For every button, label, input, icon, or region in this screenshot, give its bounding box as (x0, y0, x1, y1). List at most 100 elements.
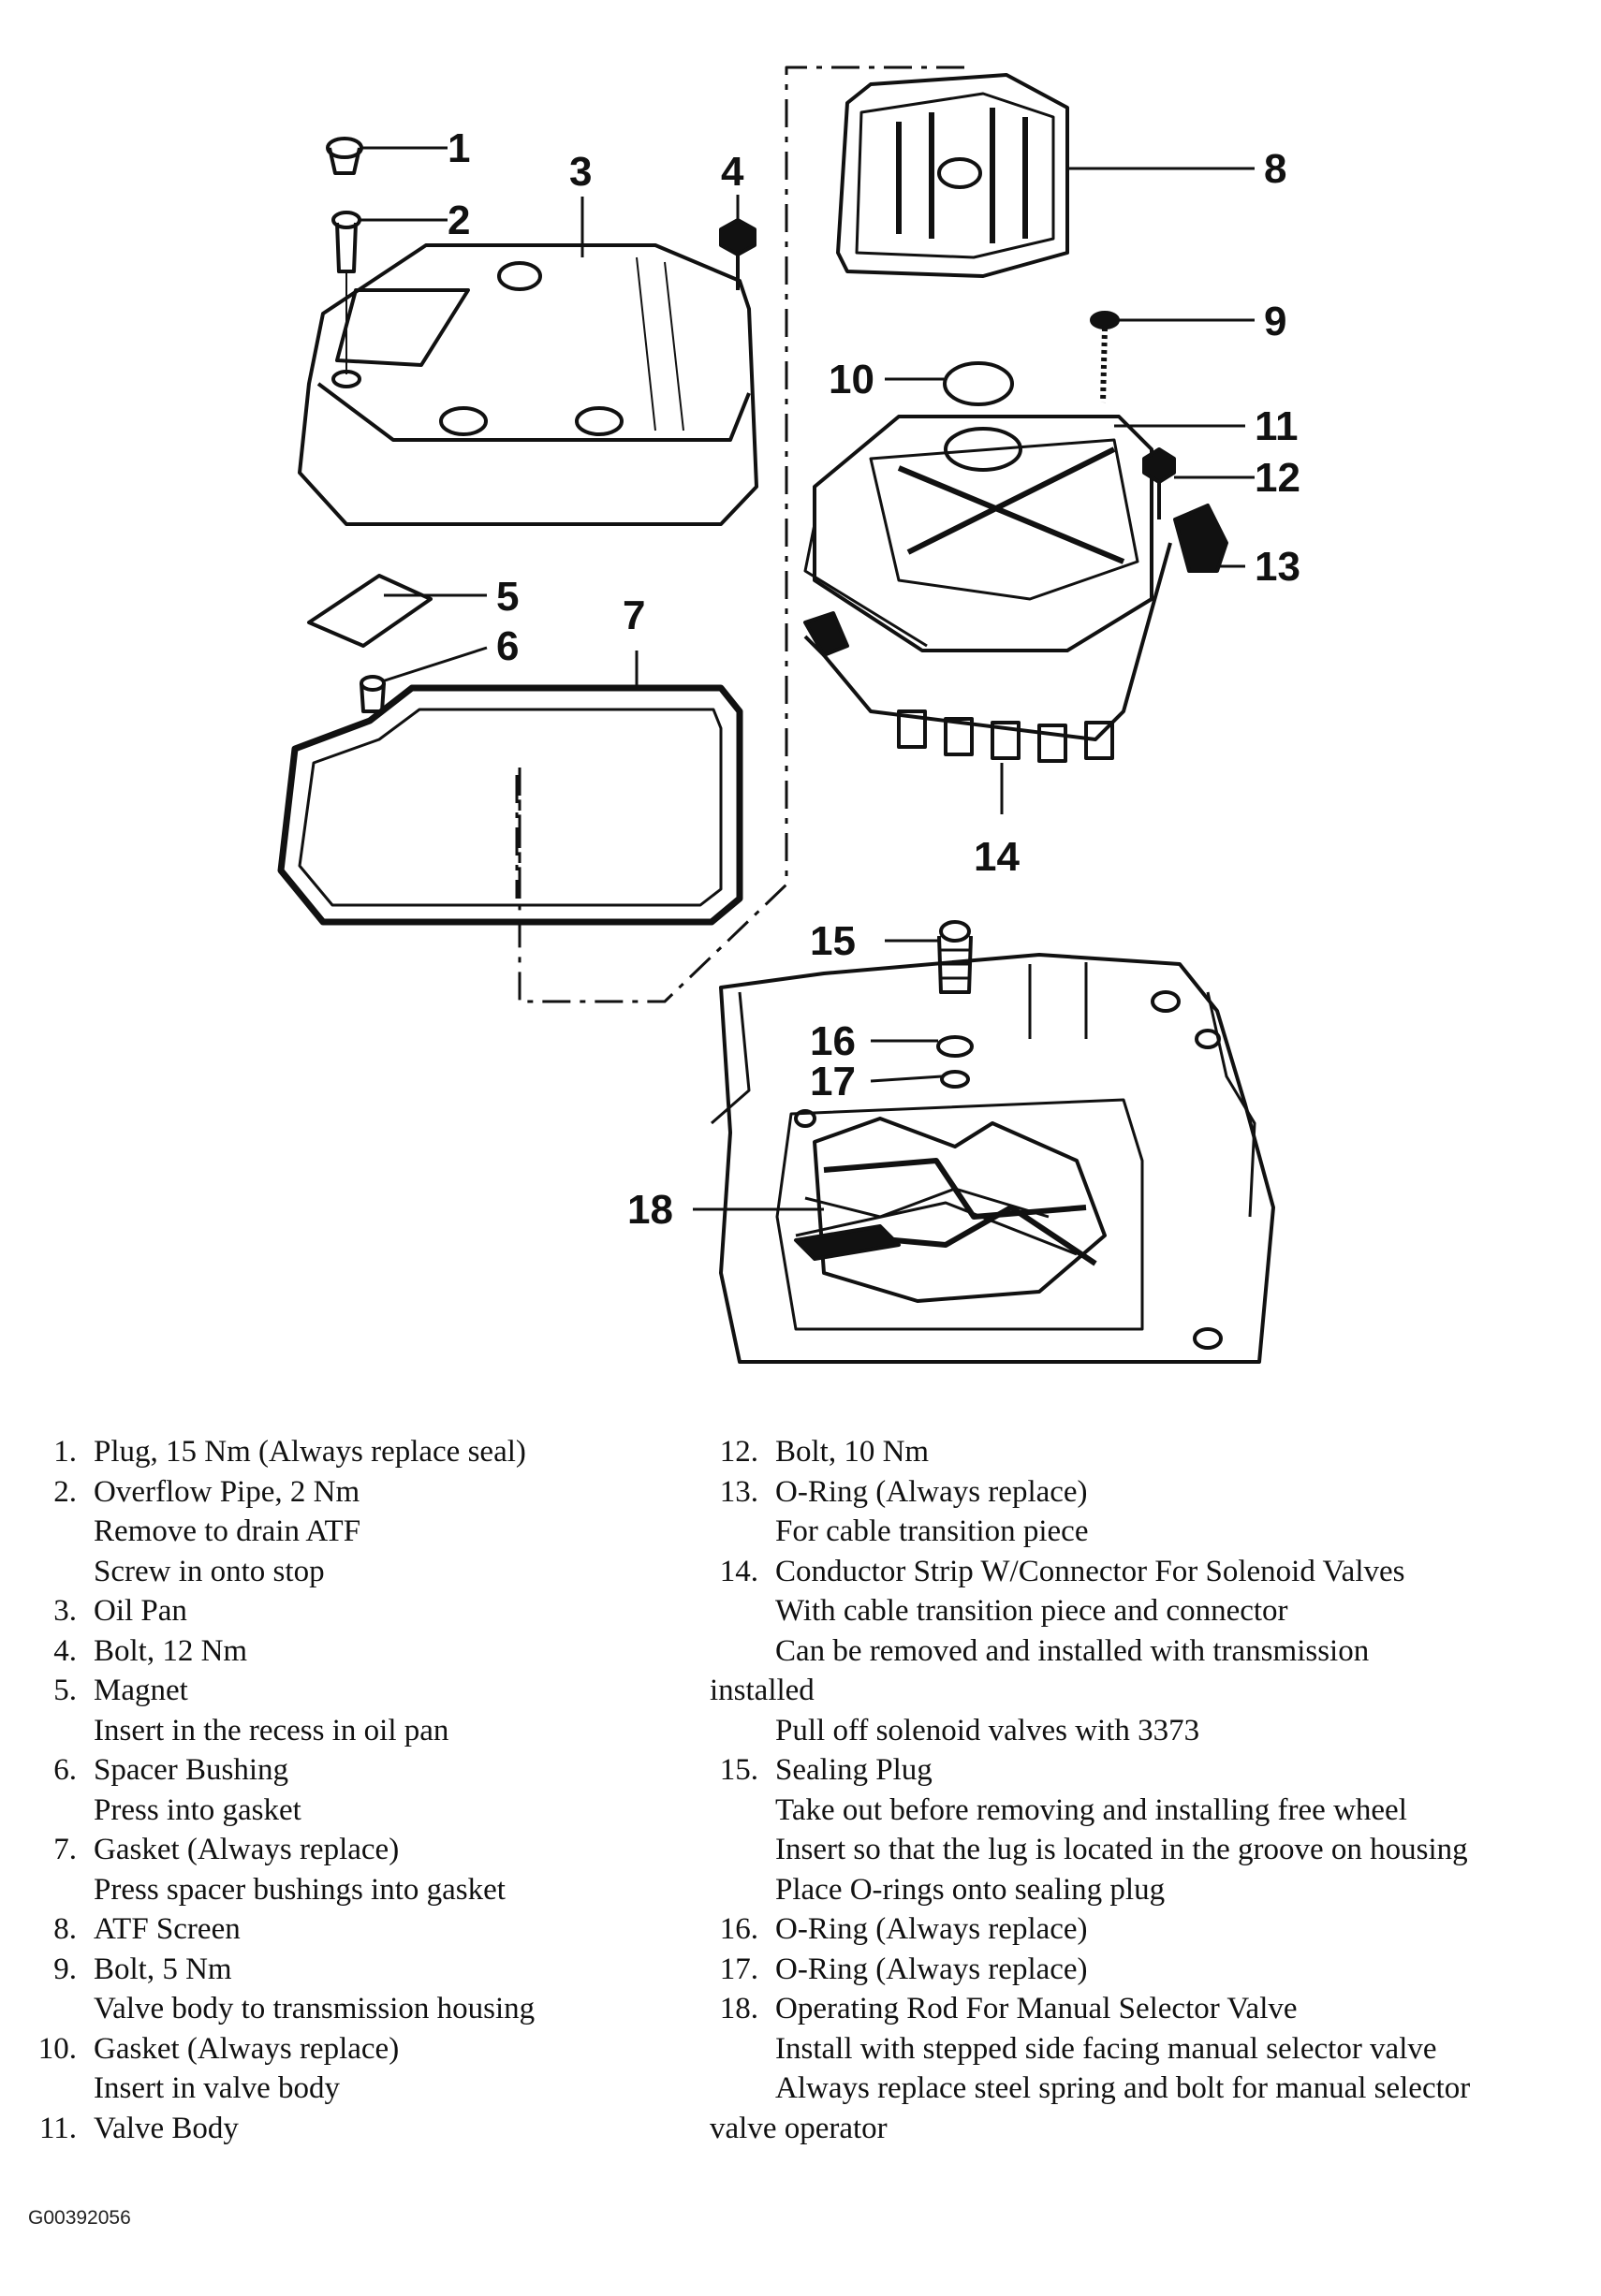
legend-entry-number: 3. (53, 1594, 77, 1628)
legend-entry-title: Sealing Plug (775, 1753, 933, 1787)
legend-entry: 13. O-Ring (Always replace) For cable tran… (710, 1472, 1580, 1552)
legend-entry: 4.Bolt, 12 Nm (28, 1631, 683, 1672)
legend-entry-note: Insert so that the lug is located in the… (775, 1833, 1468, 1866)
legend-entry: 7.Gasket (Always replace)Press spacer bu… (28, 1830, 683, 1909)
legend-entry-number: 2. (53, 1474, 77, 1509)
assembly-guide-line (515, 66, 964, 1003)
legend-entry-note: Press into gasket (94, 1792, 301, 1827)
legend-entry-note: Always replace steel spring and bolt for… (775, 2071, 1471, 2105)
legend-entry-note: For cable transition piece (775, 1514, 1089, 1548)
legend-entry: 16. O-Ring (Always replace) (710, 1909, 1580, 1950)
callout-1: 1 (448, 125, 470, 171)
legend-entry-title: Operating Rod For Manual Selector Valve (775, 1992, 1298, 2025)
legend-entry-title: Overflow Pipe, 2 Nm (94, 1474, 360, 1509)
legend-entry-number: 1. (53, 1435, 77, 1469)
legend-entry-note: Pull off solenoid valves with 3373 (775, 1713, 1200, 1748)
legend-entry-number: 8. (53, 1912, 77, 1946)
legend-entry-wrapped-line: valve operator (710, 2111, 888, 2145)
legend-entry-wrapped-line: installed (710, 1674, 815, 1707)
legend-entry-number: 6. (53, 1753, 77, 1787)
legend-entry-title: Valve Body (94, 2111, 239, 2145)
legend-entry-number: 10. (37, 2031, 77, 2066)
legend-entry-title: Plug, 15 Nm (Always replace seal) (94, 1435, 526, 1469)
figure-code: G00392056 (28, 2207, 131, 2229)
legend-entry-title: O-Ring (Always replace) (775, 1474, 1088, 1509)
callout-8: 8 (1264, 146, 1286, 192)
sealing-plug (937, 920, 973, 994)
legend-entry-note: Valve body to transmission housing (94, 1992, 536, 2025)
legend-entry-number: 16. (719, 1912, 758, 1946)
legend-entry-title: O-Ring (Always replace) (775, 1912, 1088, 1946)
legend-entry-number: 5. (53, 1674, 77, 1707)
valve-body (803, 415, 1153, 652)
legend-entry-number: 9. (53, 1952, 77, 1986)
legend-entry-number: 14. (719, 1554, 758, 1588)
oil-pan (298, 243, 758, 526)
legend-entry-number: 15. (719, 1753, 758, 1787)
legend-entry-title: Gasket (Always replace) (94, 1833, 400, 1866)
legend-entry-title: Magnet (94, 1674, 188, 1707)
legend-entry-number: 18. (719, 1992, 758, 2025)
legend-entry-number: 13. (719, 1474, 758, 1509)
legend-entry: 1. Plug, 15 Nm (Always replace seal) (28, 1432, 683, 1472)
legend-left-column: 1. Plug, 15 Nm (Always replace seal) 2. Ove… (28, 1432, 683, 2148)
spacer-bushing (360, 675, 386, 713)
callout-9: 9 (1264, 299, 1286, 344)
pan-bolt (719, 218, 756, 290)
legend-entry-title: O-Ring (Always replace) (775, 1952, 1088, 1986)
legend-entry-note: Take out before removing and installing … (775, 1792, 1407, 1827)
exploded-view-diagram: 1 2 3 4 5 6 7 8 9 10 11 12 13 14 15 16 1… (277, 66, 1300, 1364)
legend-entry-number: 11. (38, 2111, 77, 2145)
legend-entry: 12. Bolt, 10 Nm (710, 1432, 1580, 1472)
legend-entry-title: Gasket (Always replace) (94, 2031, 400, 2066)
legend-entry-number: 12. (719, 1435, 758, 1469)
legend-entry: 3. Oil Pan (28, 1591, 683, 1631)
legend-entry-number: 17. (719, 1952, 758, 1986)
operating-rod (794, 1224, 901, 1261)
legend-entry-title: Bolt, 12 Nm (94, 1633, 248, 1668)
callout-17: 17 (810, 1059, 856, 1104)
legend-entry-note: Can be removed and installed with transm… (775, 1633, 1370, 1668)
callout-2: 2 (448, 197, 470, 243)
callout-11: 11 (1255, 403, 1299, 449)
legend-entry: 14. Conductor Strip W/Connector For Solen… (710, 1552, 1580, 1751)
transmission-housing (711, 953, 1275, 1364)
callout-13: 13 (1255, 544, 1300, 590)
callout-16: 16 (810, 1018, 856, 1064)
gasket (277, 684, 743, 926)
plug (326, 137, 363, 175)
legend-entry-title: Spacer Bushing (94, 1753, 289, 1787)
legend-entry: 8. ATF Screen (28, 1909, 683, 1950)
callout-5: 5 (496, 574, 519, 620)
legend-entry-title: ATF Screen (94, 1912, 241, 1946)
callout-10: 10 (829, 357, 874, 402)
legend-entry: 18. Operating Rod For Manual Selector Val… (710, 1989, 1580, 2148)
conductor-strip (803, 504, 1228, 814)
legend-entry-title: Bolt, 10 Nm (775, 1435, 930, 1469)
strip-bolt (1142, 447, 1176, 519)
legend-entry-note: Install with stepped side facing manual … (775, 2031, 1437, 2066)
valve-body-bolt (1090, 311, 1120, 403)
callout-15: 15 (810, 918, 856, 964)
callout-3: 3 (569, 149, 592, 195)
valve-body-gasket-ring (943, 361, 1014, 406)
legend-entry-note: Screw in onto stop (94, 1554, 325, 1588)
leader-lines (360, 146, 1255, 1211)
callout-4: 4 (721, 149, 744, 195)
o-ring-16 (936, 1035, 974, 1058)
legend-entry-note: Place O-rings onto sealing plug (775, 1872, 1166, 1907)
legend-entry: 11. Valve Body (28, 2109, 683, 2149)
legend-entry-note: Insert in the recess in oil pan (94, 1713, 449, 1748)
legend-entry-title: Conductor Strip W/Connector For Solenoid… (775, 1554, 1405, 1588)
legend-entry: 17. O-Ring (Always replace) (710, 1950, 1580, 1990)
legend-entry-note: Insert in valve body (94, 2071, 341, 2105)
atf-screen (836, 73, 1069, 278)
legend-entry: 10. Gasket (Always replace) Insert in valv… (28, 2029, 683, 2109)
callout-18: 18 (627, 1187, 673, 1233)
legend-entry-title: Oil Pan (94, 1594, 187, 1628)
